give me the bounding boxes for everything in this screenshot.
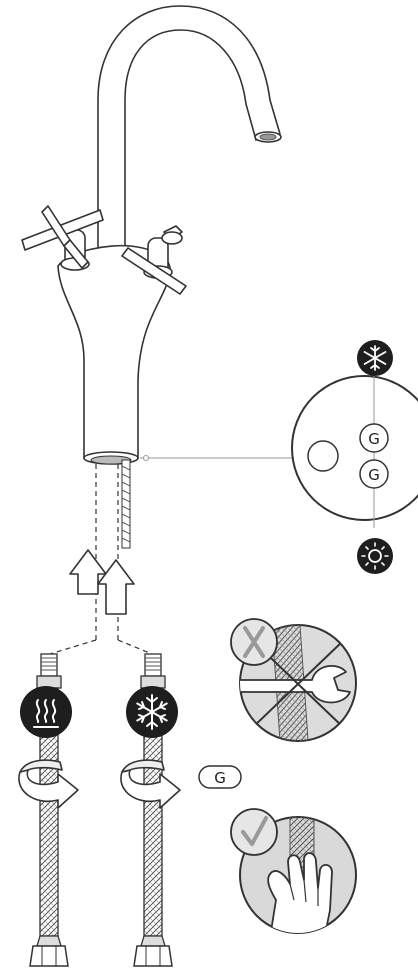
hose-guide-lines — [49, 464, 153, 655]
sun-icon — [357, 538, 393, 574]
port-top — [359, 423, 389, 453]
faucet-body — [57, 244, 171, 459]
check-mark-icon — [230, 808, 278, 856]
correct-hand-detail — [230, 808, 357, 934]
hose-thread-label: G — [214, 769, 226, 787]
hand — [267, 852, 333, 933]
insert-arrows-up — [69, 549, 135, 615]
port-top-label: G — [368, 430, 380, 448]
cross-mark-icon — [230, 618, 278, 666]
faucet-spout — [97, 5, 281, 269]
wrong-tool-detail — [230, 618, 357, 742]
snowflake-icon — [357, 340, 393, 376]
left-cross-handle — [21, 205, 104, 271]
heat-waves-icon — [20, 686, 72, 738]
faucet — [21, 5, 282, 465]
port-bottom — [359, 459, 389, 489]
mounting-threaded-rod — [121, 459, 131, 549]
snowflake-icon — [126, 686, 178, 738]
rotate-arrow-right — [120, 759, 181, 809]
connection-detail: G G — [140, 340, 418, 574]
hot-water-hose — [29, 653, 69, 967]
rotate-arrow-left — [18, 759, 79, 809]
hose-thread-tag: G — [198, 765, 242, 789]
mounting-hole — [307, 440, 339, 472]
right-cross-handle — [121, 225, 187, 295]
faucet-base-nut — [90, 455, 132, 465]
cold-water-hose — [133, 653, 173, 967]
port-detail-circle — [291, 375, 418, 521]
wrench — [240, 665, 351, 704]
port-bottom-label: G — [368, 466, 380, 484]
